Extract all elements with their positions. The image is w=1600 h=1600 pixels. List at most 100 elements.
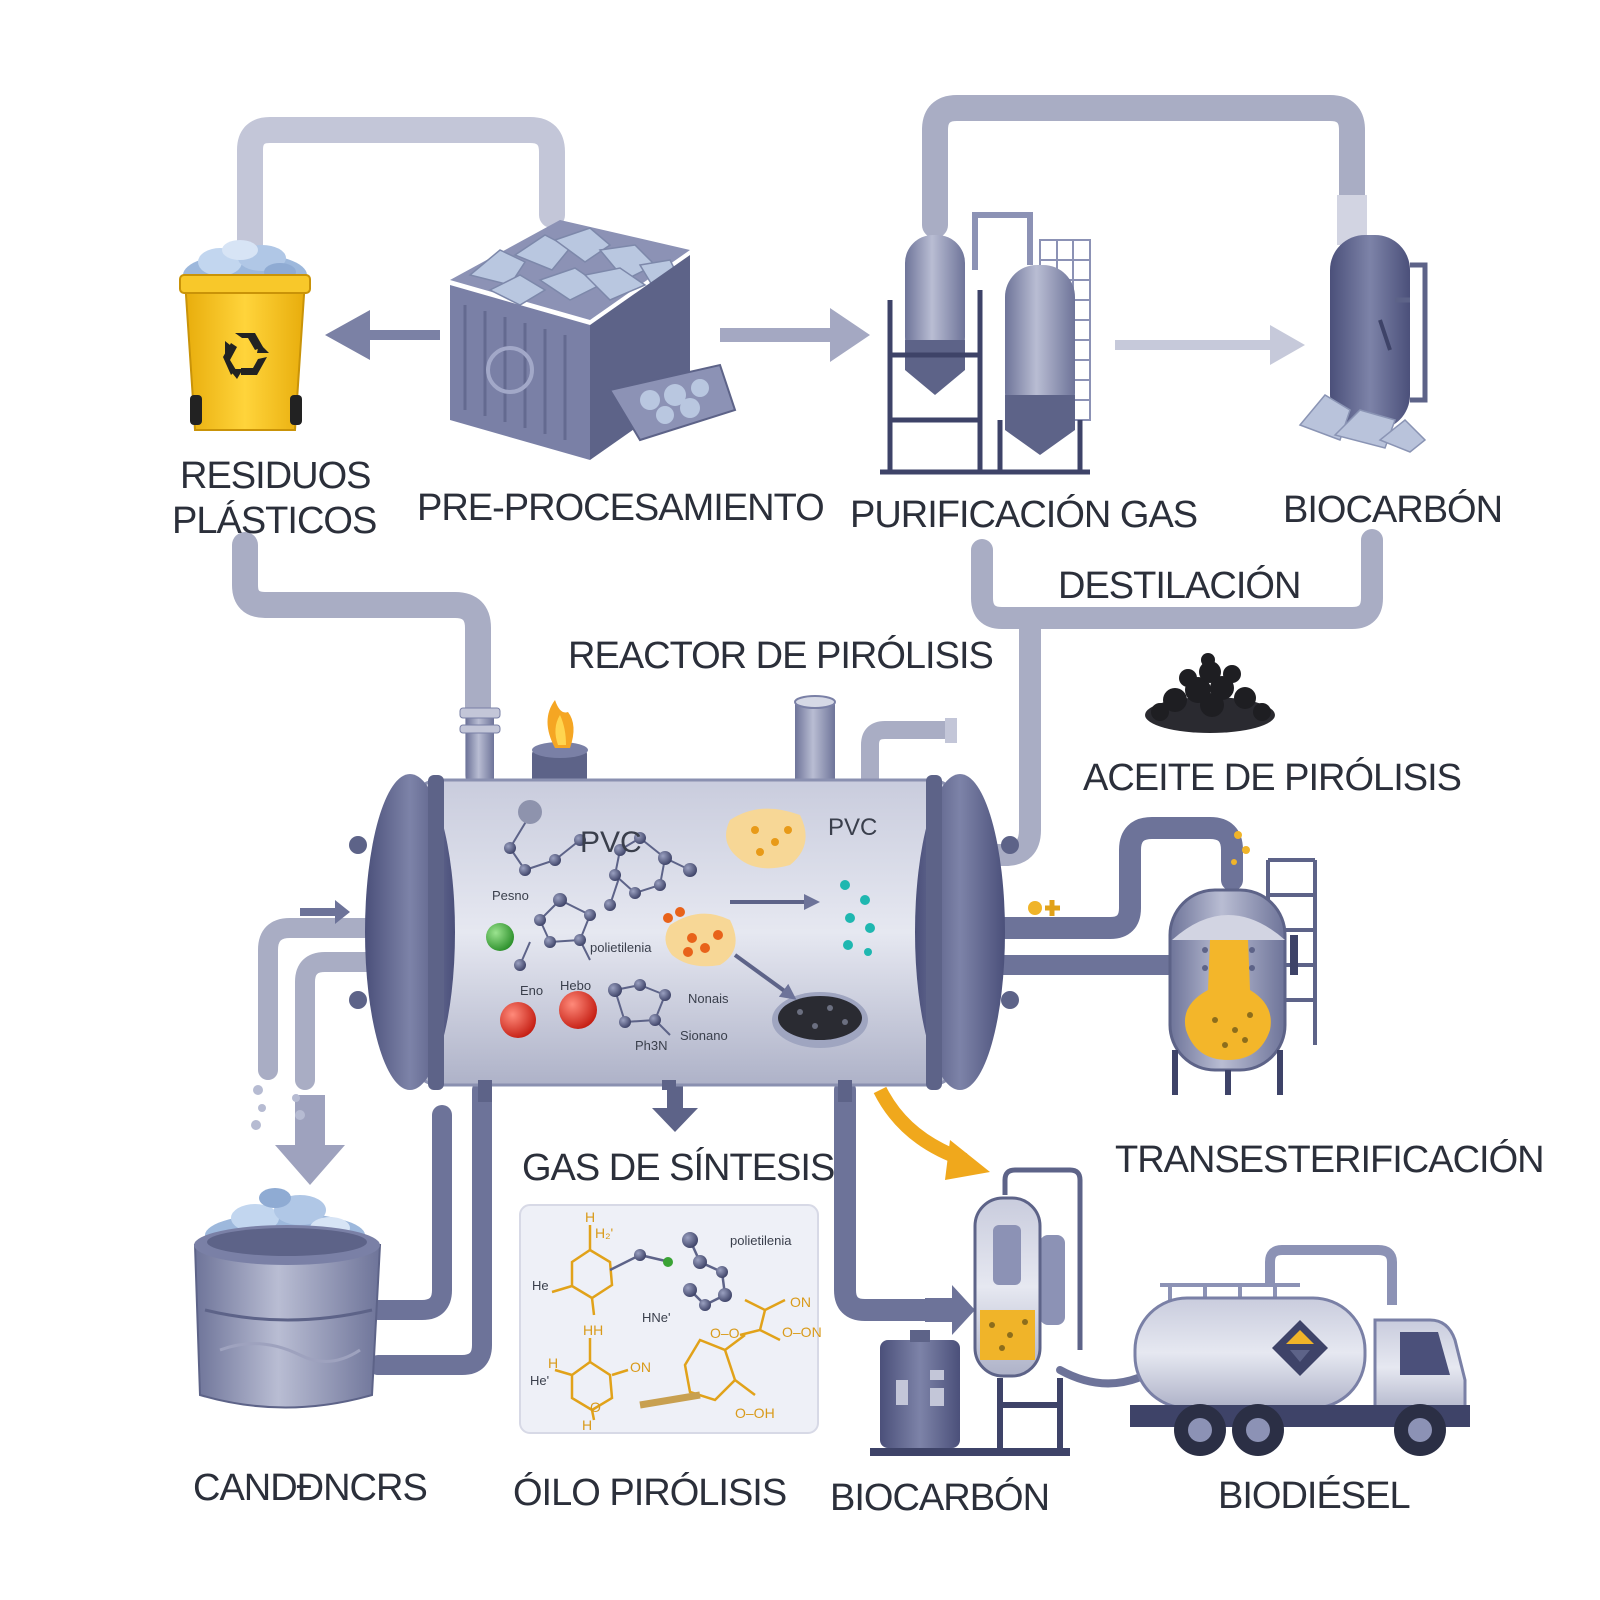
fuel-diamond-icon [1272,1320,1328,1376]
shredder-recycle-icon [486,346,534,394]
arrow-to-residuos [325,310,440,360]
label-oilo-pirolisis: ÓILO PIRÓLISIS [513,1471,786,1514]
biocarbon-tank [1298,195,1428,453]
reactor-label-pvc-left: PVC [580,826,642,859]
shredder-machine [450,220,737,460]
reactor-molecules [486,800,875,1048]
label-reactor: REACTOR DE PIRÓLISIS [568,634,993,677]
svg-text:H: H [548,1355,558,1371]
svg-text:O–ON: O–ON [782,1324,822,1340]
column-left [905,235,965,365]
reactor-nozzle-top [795,700,835,790]
stage-labels: RESIDUOS PLÁSTICOS PRE-PROCESAMIENTO PUR… [172,455,1545,1519]
tank-drip-icon [1231,831,1250,865]
pipe-destilacion-bracket [971,529,1383,629]
shredder-vents [463,305,567,440]
label-biocarbon-bottom: BIOCARBÓN [830,1476,1049,1519]
reactor-label-pesno: Pesno [492,888,529,903]
svg-text:HNe': HNe' [642,1310,671,1325]
biocarbon-column [870,1167,1083,1456]
tank-oil [1184,940,1271,1060]
pipe-reactor-biocarbon [834,1079,941,1321]
orange-cluster [663,907,736,967]
condenser-body [193,1244,382,1409]
reactor-label-nonais: Nonais [688,991,729,1006]
arrow-left-small [300,900,350,924]
biocarbon-tank-body [1330,235,1410,430]
reactor-label-pvc-right: PVC [828,814,877,841]
svg-text:He': He' [530,1373,549,1388]
reactor-valve [1028,901,1042,915]
label-residuos-line1: RESIDUOS [180,455,370,497]
label-pre-procesamiento: PRE-PROCESAMIENTO [417,487,824,529]
flow-arrows [275,308,1305,1335]
transesterification-tank [1168,831,1317,1095]
svg-text:HH: HH [583,1322,603,1338]
chute-plastic [640,379,709,424]
oil-blob [726,808,806,869]
support-frame [880,290,1090,475]
reactor-label-eno: Eno [520,983,543,998]
pipe-condenser-2 [368,1080,492,1375]
tanker-truck [1130,1245,1470,1456]
svg-text:O: O [590,1399,601,1415]
svg-text:H₂': H₂' [595,1225,613,1241]
svg-text:ON: ON [630,1359,651,1375]
arrow-down-condenser [275,1095,345,1185]
pipe-destilacion-reactor [974,609,1041,866]
pipe-biocarbon-truck [1056,1366,1142,1388]
reactor-label-polietileno: polietilenia [590,940,652,955]
pipe-residuos-reactor [232,532,491,788]
reactor-bolts [349,836,1019,1009]
pipe-condenser-1 [368,1105,452,1320]
pipe-top-right-loop [922,95,1365,253]
arrow-to-biocarbon-bottom [925,1285,975,1335]
truck-wheels [1174,1404,1446,1456]
bin-body [183,279,307,431]
bin-rim [179,274,311,294]
red-atom-1 [500,1002,536,1038]
biocarbon-column-control-box [880,1340,960,1448]
condenser [193,1085,382,1409]
reactor-side-pipe [861,721,950,780]
red-atom-2 [559,991,597,1029]
teal-dots [840,880,875,956]
label-biocarbon-top: BIOCARBÓN [1283,488,1502,531]
svg-text:ON: ON [790,1294,811,1310]
chemistry-panel: H H₂' He polietilenia HNe' ON O–ON HH H … [519,1204,822,1434]
label-purificacion-gas: PURIFICACIÓN GAS [850,493,1197,536]
arrow-to-purificacion [720,308,870,362]
label-destilacion: DESTILACIÓN [1058,564,1300,607]
reactor-label-sionano: Sionano [680,1028,728,1043]
svg-text:O–OH: O–OH [735,1405,775,1421]
arrow-down-gas [652,1080,698,1132]
label-residuos-line2: PLÁSTICOS [172,499,376,542]
svg-text:H: H [582,1417,592,1433]
shredded-plastic [468,227,682,306]
reactor-legs [478,1080,852,1102]
pipe-reactor-transester-top [974,817,1243,939]
pipe-top-left-loop [237,117,565,258]
arrow-orange-head [945,1140,990,1180]
label-aceite: ACEITE DE PIRÓLISIS [1083,756,1461,799]
arrow-to-biocarbon [1115,325,1305,365]
pipe-network [232,95,1383,1388]
coal-pile [1145,653,1275,733]
condenser-drops [251,1085,305,1130]
svg-text:O–O: O–O [710,1325,740,1341]
svg-text:He: He [532,1278,549,1293]
pyrolysis-reactor: PVC PVC Pesno polietilenia Eno Hebo Nona… [349,695,1060,1102]
pipe-left-outer [258,918,385,1080]
reactor-label-ph3n: Ph3N [635,1038,668,1053]
label-biodiesel: BIODIÉSEL [1218,1474,1410,1517]
truck-tank [1133,1296,1367,1410]
label-transesterificacion: TRANSESTERIFICACIÓN [1115,1138,1544,1181]
shredder-side [590,255,690,460]
green-atom [486,923,514,951]
column-right [1005,265,1075,425]
plastic-waste-bin [179,240,311,431]
svg-text:polietilenia: polietilenia [730,1233,792,1248]
reactor-label-hebo: Hebo [560,978,591,993]
recycle-icon [223,333,269,379]
